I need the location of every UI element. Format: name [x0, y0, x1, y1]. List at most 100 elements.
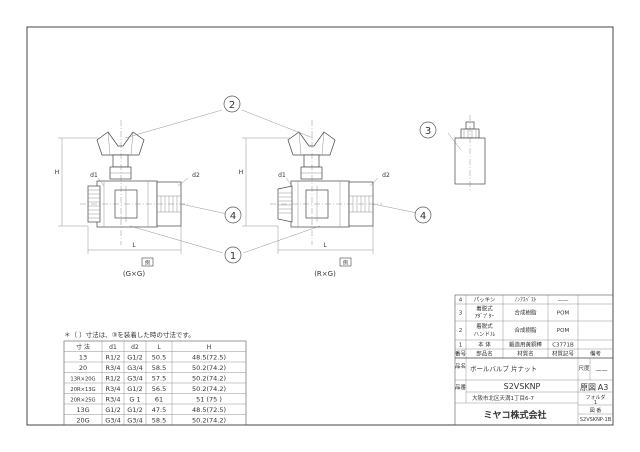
size-table-cell: 58.5: [152, 417, 166, 425]
size-table-cell: G3/4: [127, 364, 143, 372]
valve-right: [242, 120, 382, 267]
size-table-cell: R3/4: [106, 385, 121, 393]
mark-right: 例: [343, 260, 348, 267]
dim-d2-left: d2: [192, 172, 200, 179]
size-table-cell: G3/4: [105, 417, 121, 425]
parts-table-header: 備考: [590, 350, 602, 358]
size-table-cell: 13R×20G: [70, 377, 95, 383]
parts-table-cell: 着脱式: [476, 322, 493, 330]
title-product-name: ボールバルブ 片ナット: [470, 364, 537, 373]
callout-3: 3: [425, 126, 431, 137]
size-table-cell: 50.2(74.2): [192, 364, 226, 372]
valve-left: [58, 120, 190, 267]
handle-left: [96, 131, 145, 156]
title-folder-label: フォルダ: [585, 394, 605, 401]
callout-leaders: [124, 109, 462, 254]
stem-left: [112, 154, 129, 168]
size-table-cell: 50.2(74.2): [192, 417, 226, 425]
title-drawing-label: 原図: [580, 383, 596, 392]
size-table-cell: 48.5(72.5): [192, 354, 226, 362]
size-table-header: L: [157, 344, 161, 351]
size-table-cell: G1/2: [127, 385, 143, 393]
size-table-cell: 56.5: [152, 385, 166, 393]
callout-4a: 4: [230, 211, 236, 222]
handle-right: [287, 131, 336, 156]
parts-table-cell: 鍛造用黄銅棒: [509, 341, 543, 349]
size-table-cell: 20R×25G: [70, 398, 95, 404]
size-table-cell: R3/4: [106, 396, 121, 404]
title-product-code: S2VSKNP: [504, 382, 541, 391]
parts-table-cell: パッキン: [474, 297, 496, 304]
title-address: 大阪市北区天満1丁目6-7: [472, 394, 534, 402]
dimension-note: ＊（ ）寸法は、③を装着した時の寸法です。: [64, 330, 195, 339]
size-table-cell: 50.5: [152, 354, 166, 362]
size-table-cell: 13G: [76, 406, 89, 414]
parts-table-cell: 本 体: [478, 341, 491, 349]
parts-table-cell: 着脱式: [476, 305, 493, 313]
size-table-cell: G1/2: [127, 406, 143, 414]
parts-table-header: 材質名: [517, 350, 534, 358]
caption-left: (G×G): [123, 270, 145, 278]
title-company: ミヤコ株式会社: [483, 409, 546, 421]
parts-table-header: 部品名: [476, 350, 493, 358]
title-code-label: 品番: [455, 384, 467, 391]
size-table-cell: 50.2(74.2): [192, 375, 226, 383]
size-table-cell: G 1: [129, 396, 140, 404]
parts-table-header: 番号: [455, 351, 467, 358]
dim-d2-right: d2: [382, 172, 390, 179]
parts-table-cell: 合成樹脂: [514, 308, 537, 316]
size-table-cell: G3/4: [127, 375, 143, 383]
title-drawing-size: A3: [598, 383, 609, 392]
dim-l-left: L: [132, 242, 136, 249]
callout-1: 1: [230, 251, 236, 262]
size-table-header: d2: [131, 344, 139, 351]
dim-h-left: H: [55, 169, 60, 176]
callout-2-circle: [223, 95, 241, 113]
dim-d1-right: d1: [278, 172, 286, 179]
parts-table-cell: 1: [459, 343, 463, 349]
size-table-cell: R1/2: [106, 375, 121, 383]
adapter-part: [454, 115, 486, 190]
parts-table-header: 材質記号: [552, 350, 575, 358]
size-table-cell: 48.5(72.5): [192, 406, 226, 414]
size-table-cell: 61: [155, 396, 163, 404]
size-table-cell: 57.5: [152, 375, 166, 383]
callout-4a-circle: [224, 206, 242, 224]
parts-table-cell: POM: [557, 310, 570, 316]
mark-left: 例: [145, 260, 150, 267]
callout-3-circle: [419, 121, 437, 139]
size-table-cell: R3/4: [106, 364, 121, 372]
parts-table-cell: 合成樹脂: [514, 326, 537, 334]
dim-h-right: H: [239, 169, 244, 176]
size-table-cell: 20G: [76, 417, 89, 425]
parts-table-cell: 4: [459, 298, 463, 304]
caption-right: (R×G): [314, 270, 336, 278]
dim-d1-left: d1: [90, 172, 98, 179]
size-table-cell: 51 (75 ): [196, 396, 222, 404]
sheet-border: [26, 26, 614, 426]
size-table-header: 寸 法: [76, 343, 90, 351]
parts-table-cell: ｱﾀﾞﾌﾟﾀｰ: [475, 313, 495, 320]
parts-table-cell: 3: [459, 310, 463, 316]
size-table-cell: 58.5: [152, 364, 166, 372]
size-table-cell: 50.2(74.2): [192, 385, 226, 393]
parts-table-cell: ——: [558, 298, 570, 304]
size-table-cell: R1/2: [106, 354, 121, 362]
title-folder: 1: [594, 400, 597, 406]
callout-2: 2: [229, 100, 235, 111]
parts-table-cell: POM: [557, 328, 570, 334]
size-table-cell: G1/2: [105, 406, 121, 414]
title-name-label: 品名: [455, 362, 466, 370]
title-scale: ——: [596, 367, 608, 374]
parts-table-cell: ﾉﾝｱｽﾍﾞｽﾄ: [514, 297, 536, 304]
size-table-cell: 13: [79, 354, 87, 362]
parts-table-cell: ハンドル: [473, 332, 496, 338]
title-number-label: 図 番: [590, 407, 602, 414]
size-table-cell: 20R×13G: [70, 387, 95, 393]
callout-1-circle: [224, 246, 242, 264]
parts-table-cell: 2: [459, 328, 463, 334]
callout-4b-circle: [414, 206, 432, 224]
